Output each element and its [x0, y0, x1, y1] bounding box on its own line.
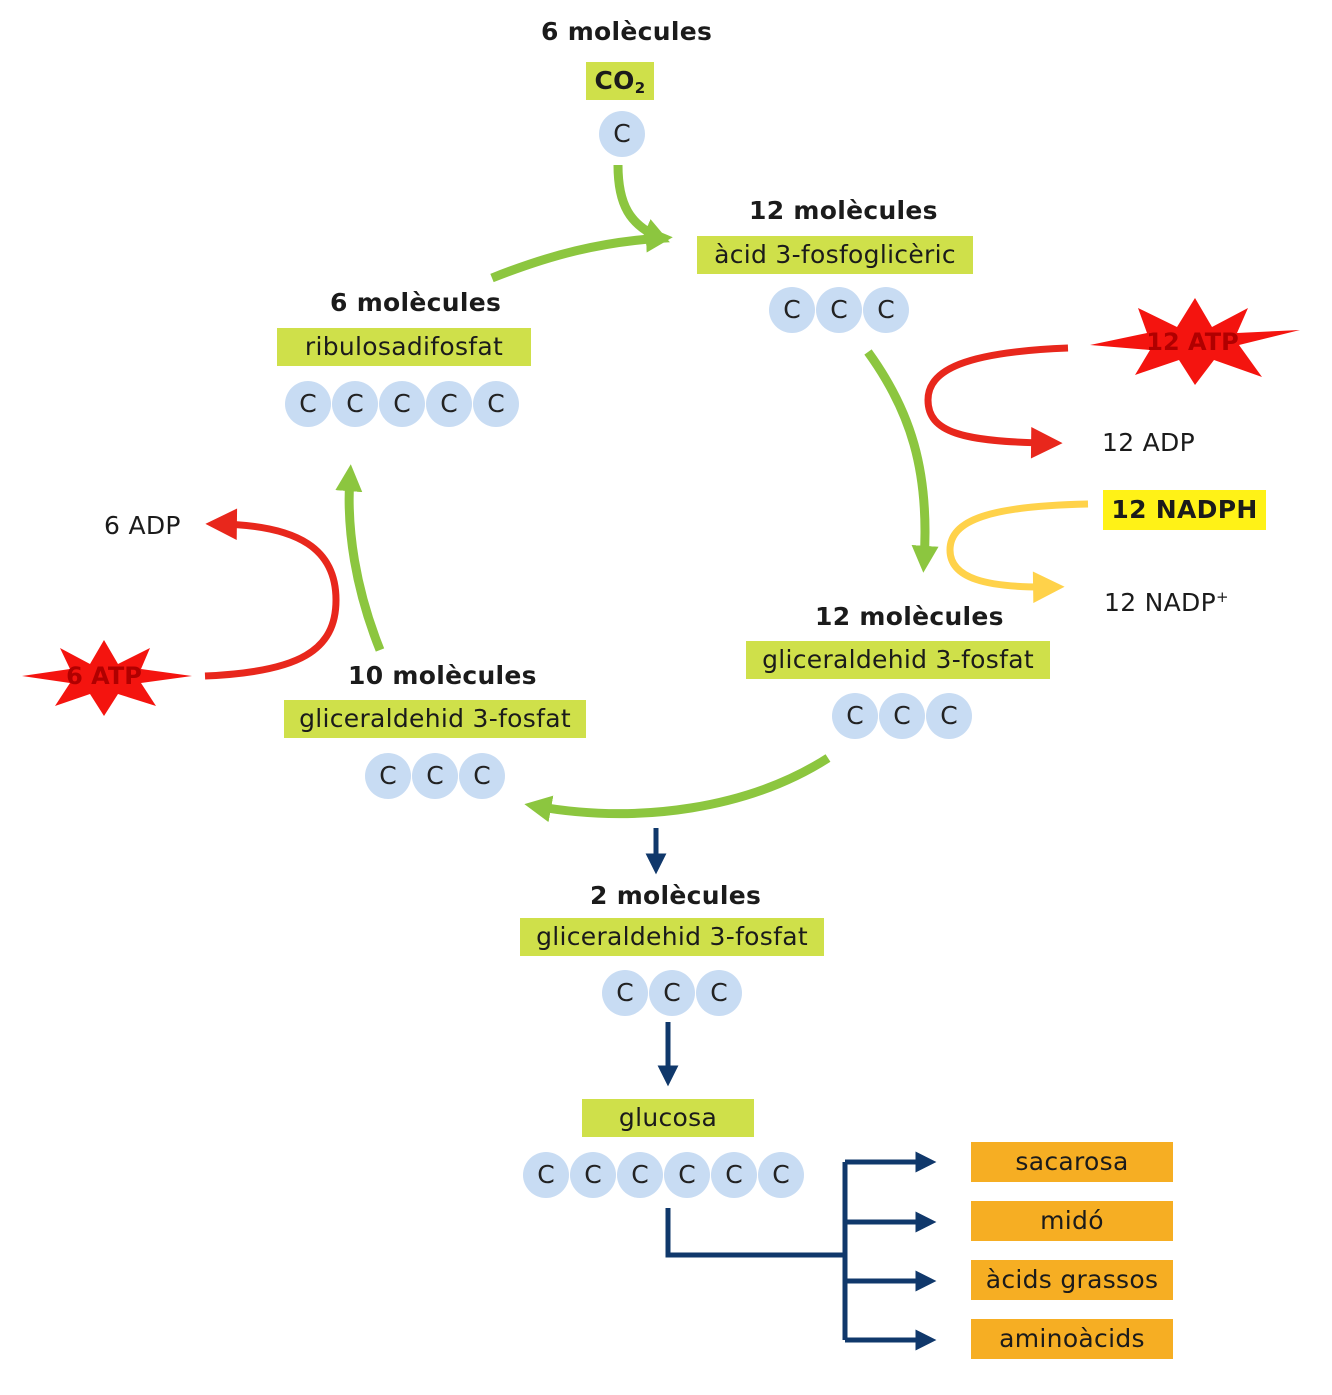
g3p-out-count-label: 2 molècules [590, 881, 762, 910]
g3p-left-carbon-chain: C C C [365, 753, 506, 799]
atp-right-label: 12 ATP [1146, 328, 1239, 356]
carbon-atom: C [459, 753, 505, 799]
ribulose-to-pga-arrow [490, 225, 673, 283]
ribulose-count-label: 6 molècules [330, 288, 502, 317]
carbon-atom: C [365, 753, 411, 799]
carbon-atom: C [816, 287, 862, 333]
co2-count-label: 6 molècules [541, 17, 713, 46]
co2-formula: CO [594, 66, 635, 95]
g3p-right-count-label: 12 molècules [815, 602, 1004, 631]
pga-count-label: 12 molècules [749, 196, 938, 225]
product-sacarosa: sacarosa [971, 1142, 1173, 1182]
co2-subscript: 2 [634, 79, 646, 97]
pga-box: àcid 3-fosfoglicèric [697, 236, 973, 274]
atp-left-arrow [204, 508, 340, 680]
product-acids-grassos: àcids grassos [971, 1260, 1173, 1300]
g3p-left-box: gliceraldehid 3-fosfat [284, 700, 586, 738]
carbon-atom: C [926, 693, 972, 739]
carbon-atom: C [332, 381, 378, 427]
nadp-superscript: + [1216, 588, 1229, 606]
carbon-atom: C [570, 1152, 616, 1198]
carbon-atom: C [285, 381, 331, 427]
carbon-atom: C [523, 1152, 569, 1198]
nadp-label: 12 NADP+ [1104, 582, 1229, 618]
carbon-atom: C [426, 381, 472, 427]
carbon-atom: C [863, 287, 909, 333]
product-mido: midó [971, 1201, 1173, 1241]
carbon-atom: C [412, 753, 458, 799]
carbon-atom: C [711, 1152, 757, 1198]
ribulose-carbon-chain: C C C C C [285, 381, 520, 427]
pga-carbon-chain: C C C [769, 287, 910, 333]
atp-left-burst-icon [22, 640, 192, 716]
nadph-arrow [946, 500, 1089, 604]
carbon-atom: C [879, 693, 925, 739]
carbon-atom: C [664, 1152, 710, 1198]
g3p-right-box: gliceraldehid 3-fosfat [746, 641, 1050, 679]
pga-to-g3p-arrow [864, 349, 939, 573]
co2-box: CO2 [586, 62, 654, 100]
nadph-box: 12 NADPH [1103, 490, 1266, 530]
g3p-out-box: gliceraldehid 3-fosfat [520, 918, 824, 956]
g3p-out-carbon-chain: C C C [602, 970, 743, 1016]
carbon-atom: C [769, 287, 815, 333]
g3p-left-count-label: 10 molècules [348, 661, 537, 690]
carbon-atom: C [696, 970, 742, 1016]
carbon-atom: C [473, 381, 519, 427]
adp-right-label: 12 ADP [1102, 428, 1195, 457]
co2-entry-arrow [613, 164, 670, 244]
nadp-text: 12 NADP [1104, 588, 1216, 617]
carbon-atom: C [599, 111, 645, 157]
g3p-to-ribulose-arrow [335, 464, 385, 652]
atp-right-arrow [924, 344, 1069, 459]
co2-carbon-chain: C [599, 111, 646, 157]
g3p-right-carbon-chain: C C C [832, 693, 973, 739]
adp-left-label: 6 ADP [104, 511, 181, 540]
carbon-atom: C [617, 1152, 663, 1198]
carbon-atom: C [758, 1152, 804, 1198]
carbon-atom: C [832, 693, 878, 739]
carbon-atom: C [649, 970, 695, 1016]
carbon-atom: C [379, 381, 425, 427]
glucose-box: glucosa [582, 1099, 754, 1137]
ribulose-box: ribulosadifosfat [277, 328, 531, 366]
glucose-branch-line [665, 1208, 845, 1258]
g3p-to-g3p-arrow [524, 754, 831, 823]
atp-left-label: 6 ATP [66, 662, 142, 690]
product-aminoacids: aminoàcids [971, 1319, 1173, 1359]
atp-right-burst-icon [1090, 298, 1300, 385]
glucose-carbon-chain: C C C C C C [523, 1152, 805, 1198]
carbon-atom: C [602, 970, 648, 1016]
